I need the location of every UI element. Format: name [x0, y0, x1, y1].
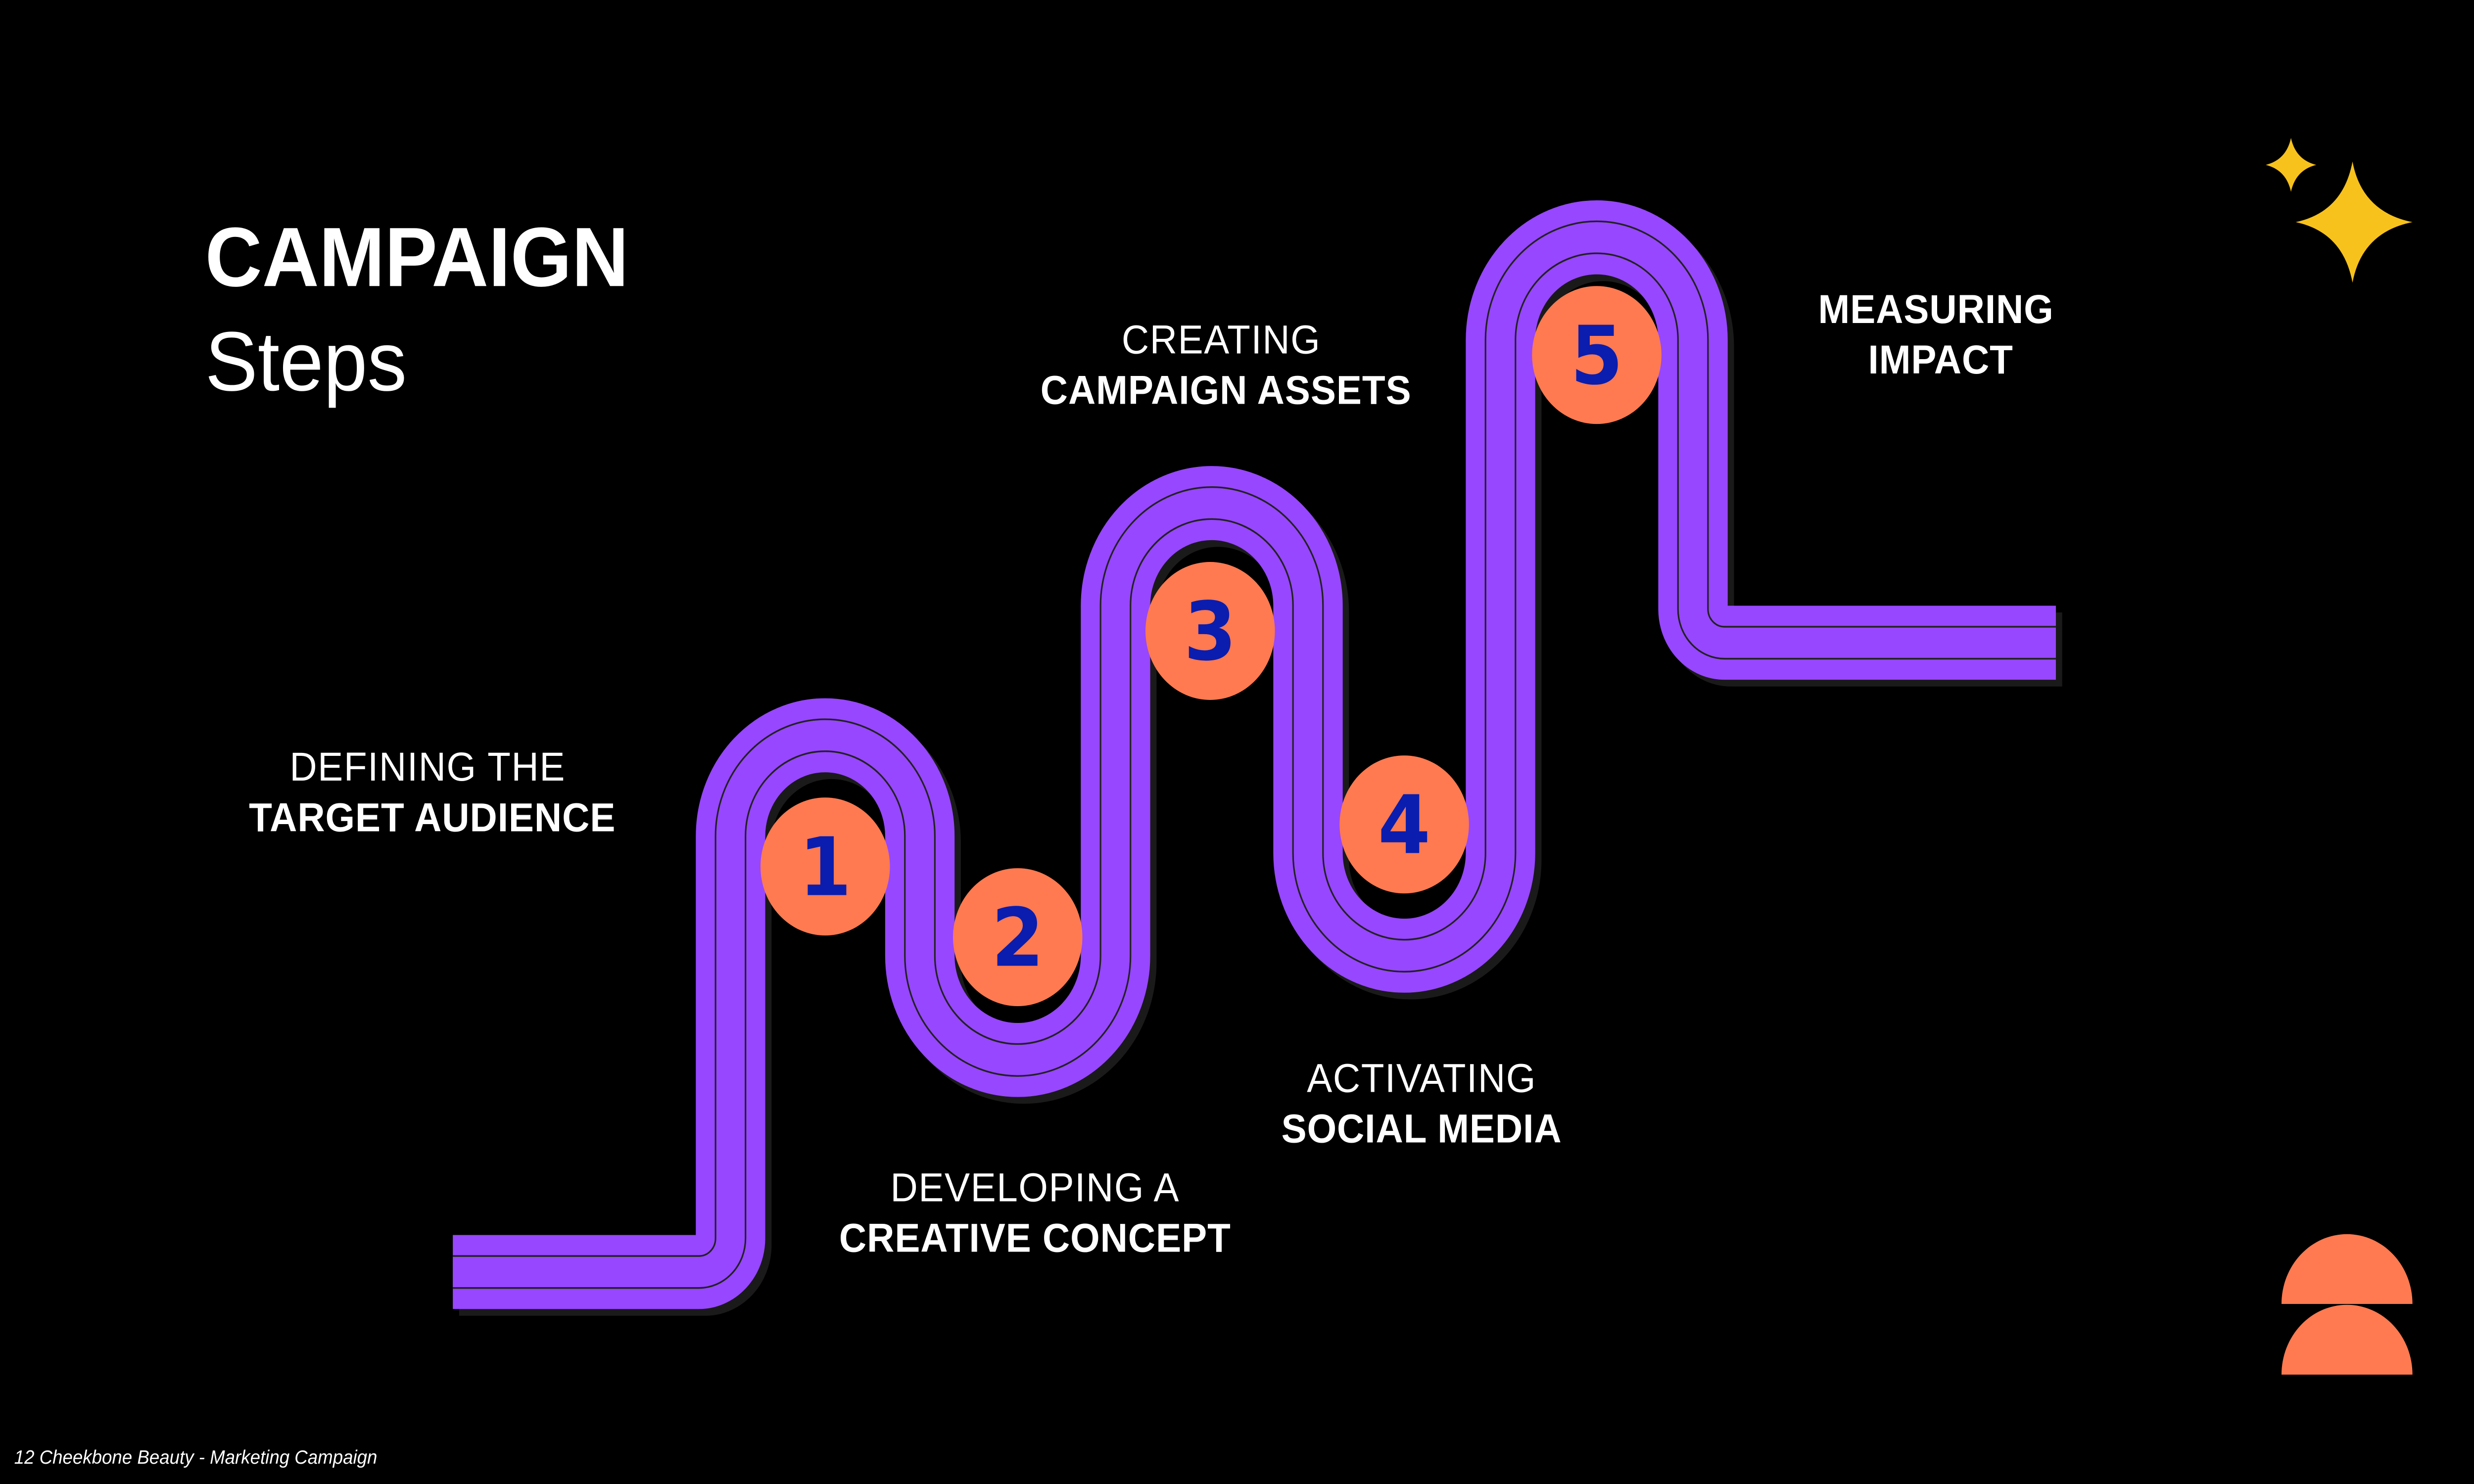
step-number: 2 [992, 891, 1045, 985]
title-line1: CAMPAIGN [205, 210, 629, 304]
step-2-line1: DEVELOPING A [890, 1164, 1180, 1210]
step-5-line1: MEASURING [1818, 286, 2054, 332]
step-3-line1: CREATING [1122, 317, 1321, 362]
step-4-line1: ACTIVATING [1307, 1055, 1536, 1101]
dome-bottom [2281, 1304, 2413, 1375]
step-4-line2: SOCIAL MEDIA [1282, 1106, 1562, 1151]
step-marker-1: 1 [760, 797, 890, 936]
lane-center [453, 222, 2056, 1288]
small-star-icon [2266, 138, 2317, 192]
step-number: 4 [1378, 779, 1431, 873]
sparkle-icon [2266, 138, 2413, 283]
step-marker-4: 4 [1339, 755, 1469, 894]
step-3-line2: CAMPAIGN ASSETS [1041, 367, 1412, 413]
step-2-line2: CREATIVE CONCEPT [839, 1215, 1231, 1260]
large-star-icon [2295, 161, 2413, 283]
decorative-domes-icon [2281, 1234, 2413, 1375]
step-number: 5 [1570, 309, 1623, 403]
step-5-line2: IMPACT [1868, 337, 2013, 382]
step-markers: 1 2 3 4 5 [760, 286, 1662, 1007]
title-line2: Steps [205, 314, 407, 408]
road [453, 200, 2062, 1316]
dome-top [2281, 1234, 2413, 1304]
step-marker-3: 3 [1145, 562, 1275, 700]
step-1-line1: DEFINING THE [289, 744, 566, 789]
step-marker-2: 2 [953, 868, 1083, 1007]
step-1-line2: TARGET AUDIENCE [249, 794, 616, 840]
footer-text: 12 Cheekbone Beauty - Marketing Campaign [14, 1447, 378, 1468]
step-number: 3 [1184, 585, 1237, 679]
step-marker-5: 5 [1532, 286, 1662, 424]
step-labels: DEFINING THE TARGET AUDIENCE DEVELOPING … [249, 286, 2054, 1260]
title: CAMPAIGN Steps [205, 210, 629, 409]
step-number: 1 [799, 821, 852, 915]
